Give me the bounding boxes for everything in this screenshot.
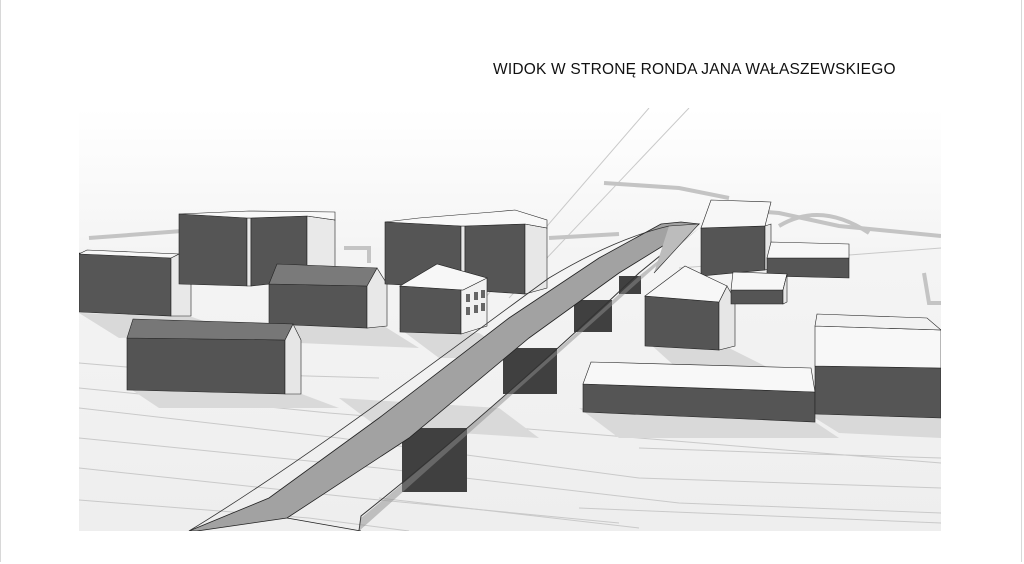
pier-2	[503, 348, 557, 394]
view-title: WIDOK W STRONĘ RONDA JANA WAŁASZEWSKIEGO	[493, 61, 896, 78]
building-front-left	[126, 318, 302, 395]
building-right-tall	[700, 199, 772, 277]
bridge-deck	[188, 221, 701, 531]
building-mid-left	[268, 263, 388, 329]
building-small-house	[399, 263, 488, 335]
building-left-1	[79, 249, 192, 317]
building-right-long-front	[582, 361, 816, 423]
render-svg	[79, 108, 941, 531]
building-right-low-back	[766, 241, 850, 279]
building-right-corner	[814, 313, 941, 419]
building-right-small	[730, 271, 788, 305]
viaduct-3d-render	[79, 108, 941, 531]
